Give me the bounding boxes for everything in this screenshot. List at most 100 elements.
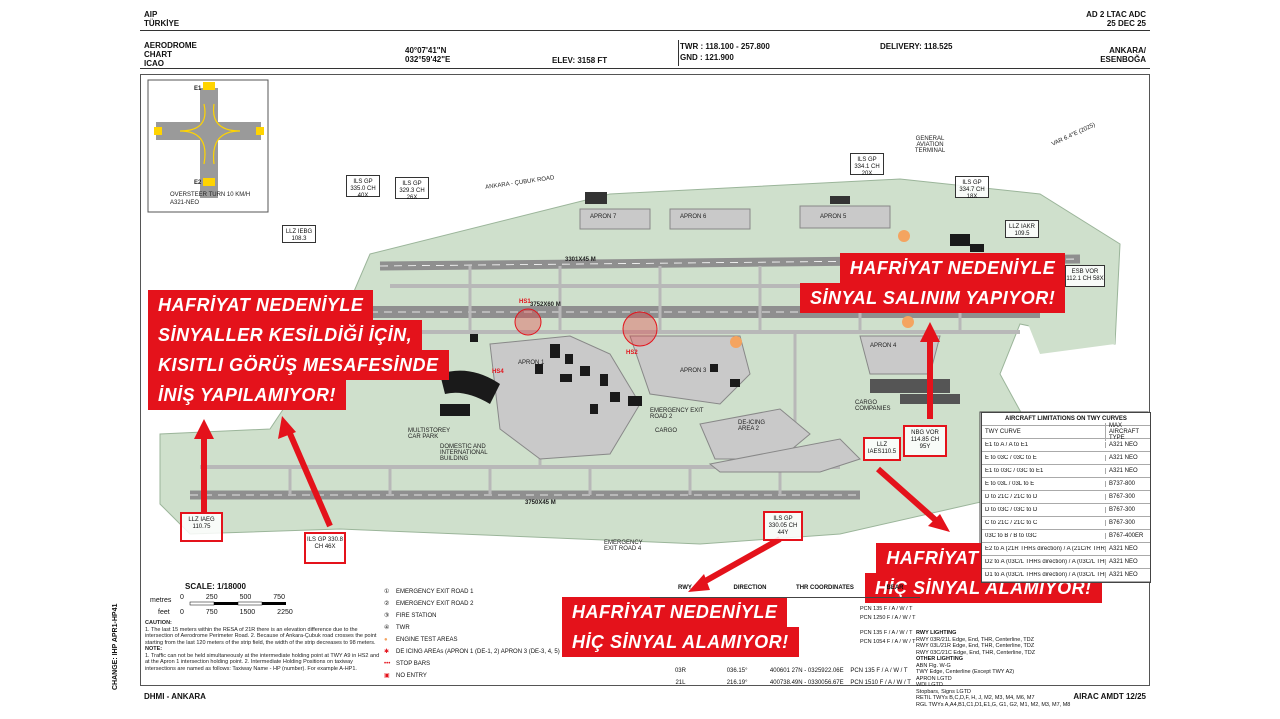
caution-block: CAUTION: 1. The last 15 meters within th… bbox=[145, 620, 385, 672]
airport-name: ANKARA/ ESENBOĞA bbox=[1100, 46, 1146, 64]
limitations-aircraft: A321 NEO bbox=[1105, 442, 1150, 448]
apron-6-label: APRON 6 bbox=[680, 214, 707, 220]
city-name: ANKARA/ bbox=[1109, 46, 1146, 55]
cargo-apron bbox=[699, 408, 811, 460]
lighting-row: RWY 03R/21L Edge, End, THR, Centerline, … bbox=[916, 636, 1035, 643]
other-lighting-row: Stopbars, Signs LGTD bbox=[916, 688, 972, 695]
limitations-row: E2 to A (21R THRs direction) / A (21C/R … bbox=[982, 543, 1150, 556]
limitations-aircraft: B767-300 bbox=[1105, 494, 1150, 500]
limitations-aircraft: B767-300 bbox=[1105, 520, 1150, 526]
apron-7 bbox=[579, 208, 651, 230]
hs4-label: HS4 bbox=[492, 369, 504, 375]
limitations-row: E1 to A / A to E1 A321 NEO bbox=[982, 439, 1150, 452]
pcn-value: PCN 1054 F / A / W / T bbox=[860, 639, 916, 645]
coordinates: 40°07'41"N 032°59'42"E bbox=[405, 46, 450, 64]
lighting-title: RWY LIGHTING bbox=[916, 630, 957, 636]
callout-left-line-4: İNİŞ YAPILAMIYOR! bbox=[148, 380, 346, 410]
inset-e2-tag bbox=[203, 178, 215, 186]
caution-text: 1. The last 15 meters within the RESA of… bbox=[145, 626, 377, 646]
esb-box: ESB VOR 112.1 CH 58X bbox=[1065, 265, 1105, 287]
limitations-header: TWY CURVE MAX AIRCRAFT TYPE bbox=[982, 423, 1150, 441]
oversteer-label: OVERSTEER TURN 10 KM/H bbox=[170, 192, 251, 198]
chart-id: AD 2 LTAC ADC bbox=[1086, 10, 1146, 19]
footer-left: DHMI - ANKARA bbox=[144, 692, 206, 701]
scale-m-tick: 250 bbox=[205, 594, 218, 601]
header-left: AIP TÜRKİYE bbox=[144, 10, 179, 28]
limitations-title: AIRCRAFT LIMITATIONS ON TWY CURVES bbox=[982, 413, 1150, 426]
other-lighting-row: TWY Edge, Centerline (Except TWY A2) bbox=[916, 669, 1015, 675]
apron-6 bbox=[669, 208, 751, 230]
llz-top-right-box: LLZ IAKR 109.5 bbox=[1005, 220, 1039, 238]
cargo-label: CARGO bbox=[655, 428, 678, 434]
callout-left-line-1: HAFRİYAT NEDENİYLE bbox=[148, 290, 374, 320]
header-rule-2 bbox=[140, 68, 1150, 69]
multistorey-label: MULTISTOREY CAR PARK bbox=[408, 428, 451, 440]
ils-top-2-box: ILS GP 329.3 CH 26X bbox=[395, 177, 429, 201]
elevation: ELEV: 3158 FT bbox=[552, 56, 608, 65]
limitations-aircraft: A321 NEO bbox=[1105, 572, 1150, 578]
other-lighting-row: WDI LGTD bbox=[916, 682, 943, 688]
llz-left-box: LLZ IAEG 110.75 bbox=[180, 512, 223, 542]
inset-e1-tag bbox=[203, 82, 215, 90]
deicing-icon: ✱ bbox=[384, 649, 390, 655]
runway-table-header: RWY DIRECTION THR COORDINATES BEAR bbox=[650, 585, 920, 598]
limitations-aircraft: B737-800 bbox=[1105, 481, 1150, 487]
engine-test-area-1 bbox=[898, 230, 910, 242]
chart-title-3: ICAO bbox=[144, 59, 164, 68]
domestic-building-label: DOMESTIC AND INTERNATIONAL BUILDING bbox=[440, 444, 488, 462]
freq-divider bbox=[678, 40, 679, 66]
apron-5 bbox=[799, 205, 891, 229]
lighting-block: RWY LIGHTING RWY 03R/21L Edge, End, THR,… bbox=[916, 630, 1146, 708]
inset-a-tag-right bbox=[256, 127, 264, 135]
limitations-aircraft: B767-400ER bbox=[1105, 533, 1150, 539]
apron-1-label: APRON 1 bbox=[518, 360, 545, 366]
callout-center-bottom-line-1: HAFRİYAT NEDENİYLE bbox=[562, 597, 788, 627]
lighting-row: RWY 03C/21C Edge, End, THR, Centerline, … bbox=[916, 649, 1036, 656]
scale-m-tick: 0 bbox=[180, 594, 184, 601]
no-entry-icon: ▣ bbox=[384, 673, 390, 679]
delivery-freq: DELIVERY: 118.525 bbox=[880, 42, 953, 51]
limitations-curve: D to 03C / 03C to D bbox=[985, 507, 1038, 513]
hs1-label: HS1 bbox=[519, 299, 531, 305]
runway-row: 03R 036.15° 400601 27N - 0325922.06E PCN… bbox=[674, 668, 908, 674]
limitations-aircraft: A321 NEO bbox=[1105, 546, 1150, 552]
inset-curves bbox=[179, 103, 241, 165]
limitations-col2: MAX AIRCRAFT TYPE bbox=[1105, 423, 1150, 441]
pcn-value: PCN 135 F / A / W / T bbox=[860, 606, 913, 612]
lighting-row: RWY 03L/21R Edge, End, THR, Centerline, … bbox=[916, 643, 1035, 649]
hs2-label: HS2 bbox=[626, 350, 638, 356]
apron-1 bbox=[489, 335, 641, 460]
emergency-exit-4-label: EMERGENCY EXIT ROAD 4 bbox=[604, 540, 643, 552]
engine-test-icon: ● bbox=[384, 637, 388, 643]
runway-table: RWY DIRECTION THR COORDINATES BEAR 03R 0… bbox=[650, 585, 920, 692]
pcn-value: PCN 135 F / A / W / T bbox=[860, 630, 913, 636]
hotspot-hs1 bbox=[514, 308, 542, 336]
limitations-curve: 03C to B / B to 03C bbox=[985, 533, 1037, 539]
limitations-curve: E1 to 03C / 03C to E1 bbox=[985, 468, 1044, 474]
scale-ft-tick: 1500 bbox=[239, 609, 256, 616]
scale-title: SCALE: 1/18000 bbox=[185, 582, 246, 591]
caution-title: CAUTION: bbox=[145, 620, 172, 626]
llz-top-left-box: LLZ IEBG 108.3 bbox=[282, 225, 316, 243]
runway-pcn-values: PCN 135 F / A / W / T PCN 1250 F / A / W… bbox=[860, 605, 916, 647]
scale-m-tick: 500 bbox=[239, 594, 252, 601]
ils-bottom-mid-box: ILS GP 330.05 CH 44Y bbox=[763, 511, 803, 541]
limitations-curve: E1 to A / A to E1 bbox=[985, 442, 1029, 448]
twr-freq: TWR : 118.100 - 257.800 bbox=[680, 42, 770, 51]
scale-metre-ticks: 0 250 500 750 bbox=[180, 594, 285, 601]
apron-3 bbox=[629, 335, 751, 405]
other-lighting-row: RETIL TWYs B,C,D,F, H, J, M2, M3, M4, M6… bbox=[916, 695, 1035, 701]
terminal-arc bbox=[440, 370, 500, 404]
header-rule bbox=[140, 30, 1150, 31]
callout-left-line-2: SİNYALLER KESİLDİĞİ İÇİN, bbox=[148, 320, 423, 350]
limitations-curve: D1 to A (03C/L THRs direction) / A (03C/… bbox=[985, 572, 1105, 578]
callout-center-bottom: HAFRİYAT NEDENİYLE HİÇ SİNYAL ALAMIYOR! bbox=[562, 597, 799, 657]
limitations-curve: C to 21C / 21C to C bbox=[985, 520, 1038, 526]
